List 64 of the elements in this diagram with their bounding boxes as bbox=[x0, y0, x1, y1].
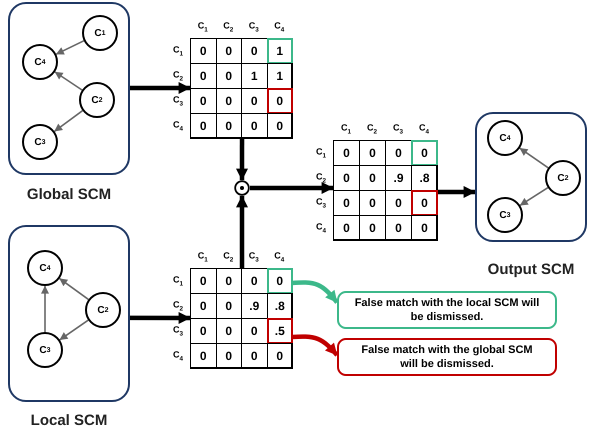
matrix-cell: 0 bbox=[411, 140, 438, 166]
matrix-cell: .8 bbox=[411, 165, 438, 191]
arrow bbox=[519, 148, 549, 168]
arrow bbox=[520, 187, 548, 206]
matrix-cell: 1 bbox=[266, 38, 293, 64]
matrix-cell: 0 bbox=[266, 113, 293, 139]
arrow bbox=[236, 195, 248, 268]
arrow bbox=[130, 82, 191, 94]
adjacency-matrix bbox=[333, 140, 437, 240]
column-header: C$_{3}$ bbox=[393, 122, 403, 136]
graph-panel bbox=[475, 112, 587, 242]
column-header: C$_{3}$ bbox=[248, 20, 259, 34]
column-header: C$_{2}$ bbox=[223, 20, 234, 34]
circled-dot-operator-icon bbox=[234, 180, 250, 196]
row-header: C$_{3}$ bbox=[316, 196, 326, 209]
graph-panel bbox=[8, 225, 130, 402]
matrix-cell: .8 bbox=[266, 293, 293, 319]
graph-panel bbox=[8, 2, 130, 175]
row-header: C$_{2}$ bbox=[316, 171, 326, 184]
adjacency-matrix bbox=[190, 38, 292, 138]
arrow bbox=[41, 286, 49, 332]
matrix-cell: 0 bbox=[411, 190, 438, 216]
curved-arrow bbox=[292, 280, 339, 304]
row-header: C$_{3}$ bbox=[173, 94, 183, 107]
row-header: C$_{1}$ bbox=[173, 274, 183, 287]
row-header: C$_{3}$ bbox=[173, 324, 183, 337]
arrow bbox=[59, 278, 89, 300]
panel-title: Output SCM bbox=[488, 261, 574, 278]
column-header: C$_{1}$ bbox=[341, 122, 351, 136]
row-header: C$_{4}$ bbox=[173, 119, 183, 132]
column-header: C$_{2}$ bbox=[223, 250, 234, 264]
arrow bbox=[54, 71, 82, 91]
row-header: C$_{1}$ bbox=[173, 44, 183, 57]
adjacency-matrix bbox=[190, 268, 292, 368]
matrix-cell: .5 bbox=[266, 318, 293, 344]
row-header: C$_{1}$ bbox=[316, 146, 326, 159]
column-header: C$_{3}$ bbox=[248, 250, 259, 264]
column-header: C$_{1}$ bbox=[198, 20, 208, 34]
arrow bbox=[56, 40, 84, 55]
arrow bbox=[59, 320, 89, 340]
arrow bbox=[250, 182, 334, 194]
column-header: C$_{4}$ bbox=[419, 122, 429, 136]
panel-title: Local SCM bbox=[30, 412, 108, 429]
row-header: C$_{4}$ bbox=[173, 349, 183, 362]
arrow bbox=[54, 110, 83, 132]
matrix-cell: 0 bbox=[266, 343, 293, 369]
matrix-cell: 0 bbox=[266, 268, 293, 294]
row-header: C$_{4}$ bbox=[316, 221, 326, 234]
matrix-cell: 0 bbox=[411, 215, 438, 241]
curved-arrow bbox=[292, 334, 339, 357]
panel-title: Global SCM bbox=[26, 186, 112, 203]
matrix-cell: 0 bbox=[266, 88, 293, 114]
column-header: C$_{2}$ bbox=[367, 122, 377, 136]
row-header: C$_{2}$ bbox=[173, 69, 183, 82]
column-header: C$_{1}$ bbox=[198, 250, 208, 264]
arrow bbox=[437, 186, 476, 198]
note-text-box: False match with the local SCM will be dismissed. bbox=[337, 291, 557, 329]
arrow bbox=[236, 138, 248, 181]
arrow bbox=[130, 312, 191, 324]
column-header: C$_{4}$ bbox=[274, 250, 284, 264]
column-header: C$_{4}$ bbox=[274, 20, 284, 34]
matrix-cell: 1 bbox=[266, 63, 293, 89]
row-header: C$_{2}$ bbox=[173, 299, 183, 312]
note-text-box: False match with the global SCM will be dismissed. bbox=[337, 338, 557, 376]
